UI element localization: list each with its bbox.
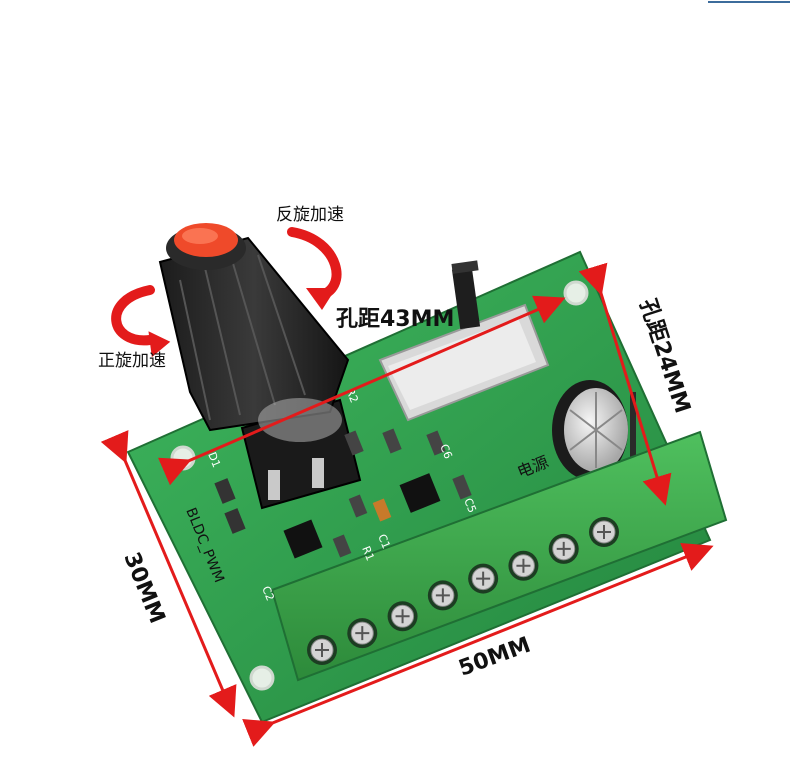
hole-spacing-h-label: 孔距43MM xyxy=(336,307,454,332)
component-label: C5 xyxy=(461,496,479,514)
dimension-lines xyxy=(100,262,714,747)
height-dimension-line xyxy=(100,430,237,718)
screw-slot xyxy=(597,525,611,539)
width-dim-label: 50MM xyxy=(456,633,534,682)
speed-knob xyxy=(158,223,350,442)
hole-spacing-v-line xyxy=(578,262,672,506)
forward-accel-label: 正旋加速 xyxy=(98,351,166,371)
width-dimension-line xyxy=(242,543,714,747)
forward-rotation-arrow-icon xyxy=(111,285,171,358)
reverse-accel-label: 反旋加速 xyxy=(276,205,344,225)
hole-spacing-h-line xyxy=(158,295,566,486)
height-dim-label: 30MM xyxy=(118,549,169,627)
